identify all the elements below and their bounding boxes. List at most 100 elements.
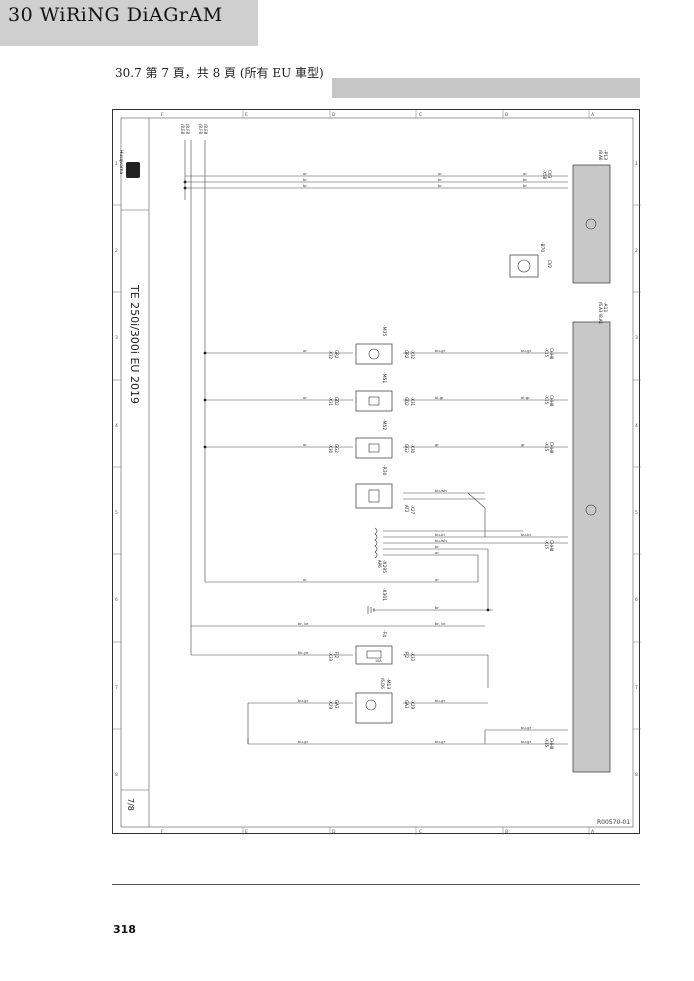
row-number: 7 <box>635 685 638 691</box>
x29-id: -X29 <box>328 700 333 710</box>
row-number: 3 <box>635 335 638 341</box>
row-numbers-right: 1 2 3 4 5 6 7 8 <box>635 161 638 778</box>
row-number: 8 <box>635 772 638 778</box>
row-number: 4 <box>115 423 118 429</box>
coil-icon <box>374 527 378 559</box>
row-number: 3 <box>115 335 118 341</box>
row-number: 1 <box>635 161 638 167</box>
x301-id: -X301 <box>381 588 387 601</box>
component-a11 <box>572 321 611 773</box>
x27-sub: AT2 <box>404 505 409 513</box>
x30-id: -X30 <box>410 444 415 454</box>
component-p13 <box>572 164 611 284</box>
wire-label: or <box>303 171 307 176</box>
wires <box>184 140 568 745</box>
top-references: /8.E8 /8.F8 /8.F8 /8.E8 <box>180 124 208 135</box>
col-letter-B: B <box>505 829 508 835</box>
m51-id: -M51 <box>381 372 387 383</box>
caption-bar <box>332 78 640 98</box>
inner-border <box>120 117 634 828</box>
wire-label: bu-bl <box>521 532 531 537</box>
wire-label: br, br <box>298 621 309 626</box>
wire-label: bl-gr <box>521 395 530 400</box>
wire-label: bl-gr <box>435 395 444 400</box>
x27-id: -X27 <box>410 505 415 515</box>
x31-id: -X31 <box>328 397 333 407</box>
wire-label: or <box>303 442 307 447</box>
grid-ticks <box>113 110 641 835</box>
p13-ref: /8.A6 <box>598 150 603 161</box>
col-letter-D: D <box>332 112 336 118</box>
diagram-canvas: F E D C B A F E D C B A 1 2 3 4 5 6 7 8 … <box>113 110 641 835</box>
row-number: 2 <box>635 248 638 254</box>
component-m13 <box>355 692 393 724</box>
col-letter-F: F <box>161 829 164 835</box>
motor-icon <box>365 699 377 711</box>
brand-name: Husqvarna <box>118 150 124 174</box>
a11-ref: /6.A3 /8.A1 <box>598 302 603 325</box>
wire-label: br <box>438 177 442 182</box>
wire-label: or <box>523 171 527 176</box>
x33-sub: FJ2 <box>404 652 409 658</box>
column-letters-bottom: F E D C B A <box>161 829 595 835</box>
row-number: 6 <box>635 597 638 603</box>
col-letter-D: D <box>332 829 336 835</box>
ap6-label: AP6 <box>377 560 382 568</box>
x15-sub: CHH8 <box>549 348 554 360</box>
ref-label: /8.E8 <box>203 124 208 135</box>
wire-label: bu-bl <box>435 532 445 537</box>
x32-sub: GR2 <box>404 350 409 359</box>
x58-id: -X58 <box>542 170 547 180</box>
wire-label: bu-gr <box>435 739 446 744</box>
p13-id: -P13 <box>602 150 608 160</box>
m13-id: -M13 <box>385 678 391 689</box>
x31-sub: GD2 <box>334 397 339 406</box>
wire-label: or <box>438 171 442 176</box>
footer-rule <box>112 884 640 885</box>
wire-label: bk-ye <box>298 650 309 655</box>
wiring-diagram: F E D C B A F E D C B A 1 2 3 4 5 6 7 8 … <box>112 109 641 835</box>
x15-label: -X15 <box>544 540 549 550</box>
wire-label: bu-wh <box>435 488 447 493</box>
col-letter-F: F <box>161 112 164 118</box>
x15-label: -X15 <box>544 738 549 748</box>
page-caption: 30.7 第 7 頁，共 8 頁 (所有 EU 車型) <box>115 66 324 80</box>
wire-label: br <box>303 177 307 182</box>
row-number: 4 <box>635 423 638 429</box>
x33-sub: FJ2 <box>334 652 339 658</box>
wire-label: br <box>523 183 527 188</box>
m35-id: -M35 <box>381 325 387 336</box>
column-letters-top: F E D C B A <box>161 112 595 118</box>
motor-icon <box>368 348 380 360</box>
component-f4 <box>355 645 393 665</box>
component-m52 <box>355 437 393 459</box>
x15-sub: CHH8 <box>549 540 554 552</box>
wire-label: bu-wh <box>435 538 447 543</box>
x29-id: -X29 <box>410 700 415 710</box>
wire-label: bu-gr <box>521 725 532 730</box>
wire-label: bu-gr <box>521 739 532 744</box>
x29-sub: GA3 <box>404 700 409 709</box>
x58-sub: CV3 <box>547 170 552 179</box>
sensor-icon <box>368 489 380 503</box>
valve-icon <box>368 443 380 453</box>
wire-label: gr <box>521 442 525 447</box>
fuse-rating: 10A <box>375 659 382 663</box>
x30-id: -X30 <box>328 444 333 454</box>
wire-label: br <box>435 605 439 610</box>
x30-sub: GG2 <box>404 444 409 453</box>
col-letter-E: E <box>245 829 248 835</box>
row-number: 8 <box>115 772 118 778</box>
row-number: 6 <box>115 597 118 603</box>
sheet-number: 7/8 <box>126 798 135 811</box>
wire-label: br <box>303 183 307 188</box>
ref-label: /8.F8 <box>185 124 190 134</box>
wire-label: br <box>438 183 442 188</box>
x32-id: -X32 <box>410 350 415 360</box>
ground-icon <box>367 606 375 614</box>
page-number: 318 <box>113 923 136 936</box>
splice-points <box>183 180 490 612</box>
x15-sub: CHH8 <box>549 395 554 407</box>
x29-sub: GA3 <box>334 700 339 709</box>
brand-mark-icon <box>126 162 140 178</box>
